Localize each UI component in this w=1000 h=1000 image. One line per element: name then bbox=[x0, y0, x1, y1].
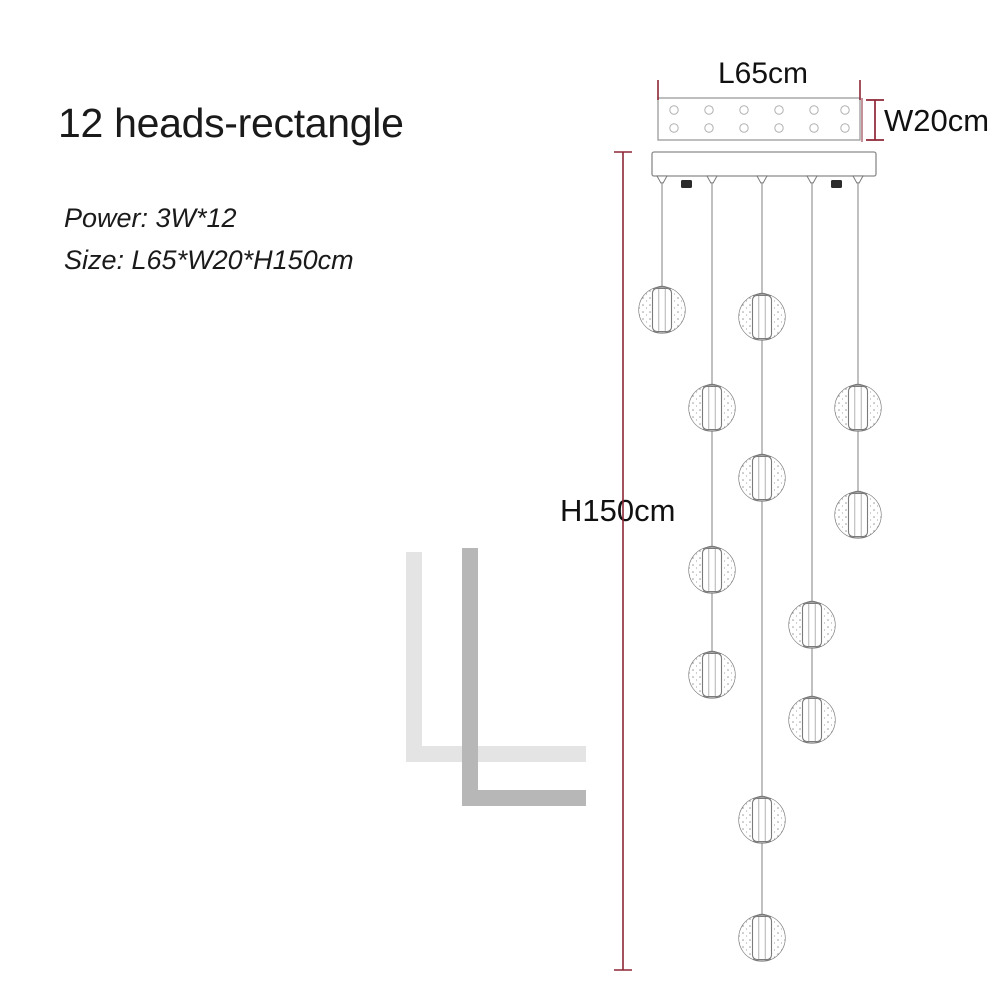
dimension-label-width: W20cm bbox=[884, 103, 990, 138]
plate-marker bbox=[681, 180, 842, 188]
brand-watermark bbox=[400, 540, 610, 813]
dimension-label-length: L65cm bbox=[718, 57, 809, 90]
dimension-length bbox=[657, 80, 861, 100]
crystal-orb bbox=[738, 795, 786, 844]
dimension-label-height: H150cm bbox=[560, 493, 676, 528]
spec-size: Size: L65*W20*H150cm bbox=[64, 245, 354, 275]
crystal-orb bbox=[688, 545, 736, 594]
canopy-plate-side-view bbox=[651, 151, 877, 188]
dimension-height bbox=[614, 151, 632, 971]
crystal-orb bbox=[738, 913, 786, 962]
spec-power: Power: 3W*12 bbox=[64, 203, 237, 233]
crystal-orb bbox=[788, 600, 836, 649]
page-title: 12 heads-rectangle bbox=[58, 100, 404, 146]
crystal-orb-group bbox=[638, 285, 882, 962]
crystal-orb bbox=[738, 292, 786, 341]
crystal-orb bbox=[688, 650, 736, 699]
watermark-l-dark bbox=[462, 540, 586, 806]
crystal-orb bbox=[638, 285, 686, 334]
crystal-orb bbox=[834, 490, 882, 539]
crystal-orb bbox=[834, 383, 882, 432]
crystal-orb bbox=[688, 383, 736, 432]
crystal-orb bbox=[788, 695, 836, 744]
canopy-plate-top-view bbox=[657, 97, 861, 141]
crystal-orb bbox=[738, 453, 786, 502]
dimension-width bbox=[861, 98, 884, 142]
